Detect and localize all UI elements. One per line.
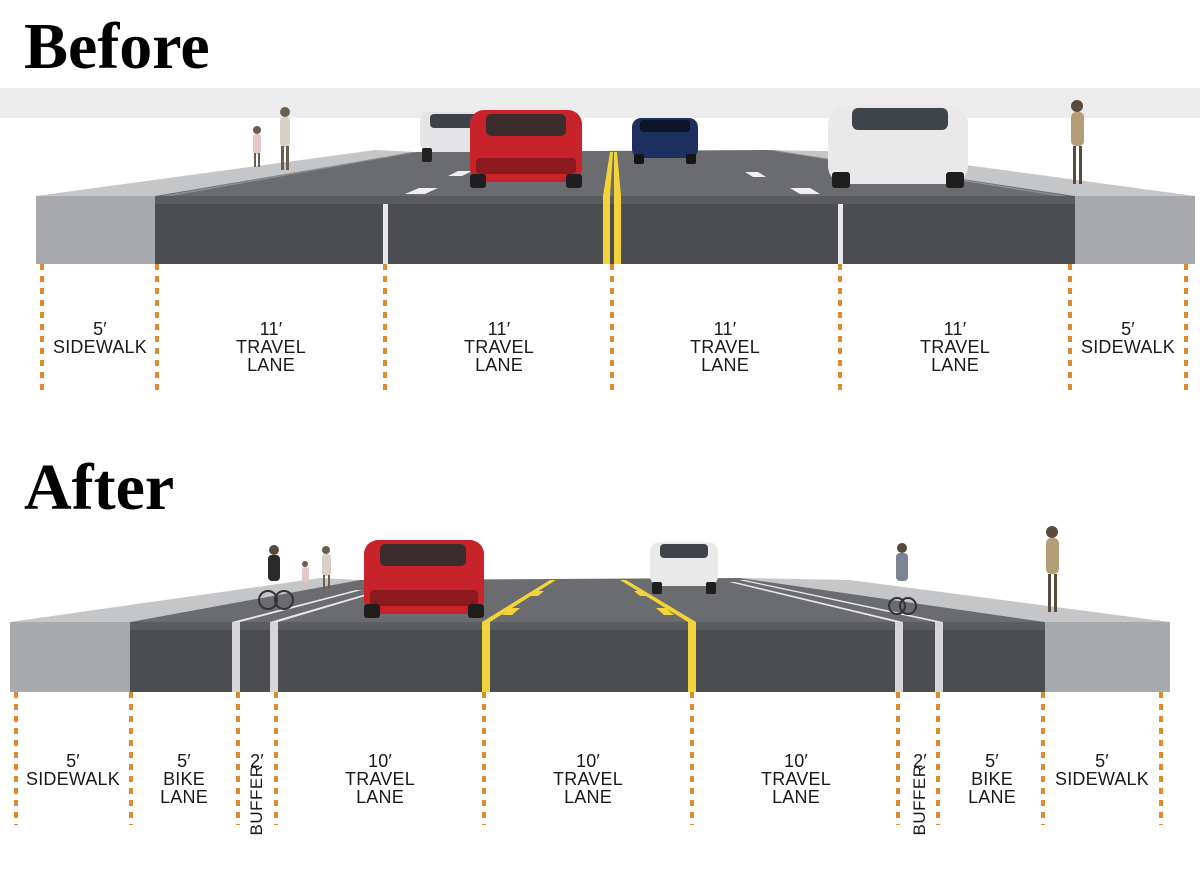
- right-sidewalk-block: [1075, 196, 1195, 264]
- after-heading: After: [24, 451, 175, 524]
- lane-dashes: [405, 171, 820, 194]
- before-heading: Before: [24, 10, 210, 83]
- before-dimension-markers: [40, 264, 1188, 396]
- before-label-sidewalk-left: 5′SIDEWALK: [53, 319, 147, 357]
- before-street-illustration: [0, 88, 1200, 396]
- pedestrian-right-icon: [1046, 526, 1059, 612]
- after-label-sidewalk-left: 5′SIDEWALK: [26, 751, 120, 789]
- lane-line: [383, 204, 388, 264]
- roadway-block: [130, 630, 1045, 692]
- after-label-buffer-right-width: 2′: [913, 751, 927, 771]
- white-suv-icon: [828, 106, 968, 188]
- left-sidewalk-surface: [36, 150, 415, 196]
- pedestrian-right-icon: [1071, 100, 1084, 184]
- before-label-sidewalk-right: 5′SIDEWALK: [1081, 319, 1175, 357]
- left-sidewalk-block: [36, 196, 155, 264]
- yellow-dashes: [502, 591, 674, 615]
- roadway-surface: [130, 578, 1045, 622]
- after-street-illustration: [10, 526, 1170, 825]
- red-car-icon: [364, 540, 484, 618]
- pedestrians-left-icon: [253, 107, 290, 170]
- after-dimension-markers: [14, 692, 1163, 825]
- left-sidewalk-surface: [10, 578, 360, 622]
- bike-lane-line: [729, 582, 903, 622]
- left-sidewalk-block: [10, 622, 130, 692]
- bike-lane-line: [232, 590, 362, 622]
- cyclist-right-icon: [888, 543, 917, 615]
- center-turn-lane-line: [482, 580, 556, 622]
- right-sidewalk-surface: [740, 578, 1170, 622]
- after-label-buffer-right: BUFFER: [910, 764, 929, 836]
- after-label-buffer-left: BUFFER: [247, 764, 266, 836]
- navy-car-icon: [632, 118, 698, 164]
- lane-line: [838, 204, 843, 264]
- white-car-icon: [650, 542, 718, 594]
- red-car-icon: [470, 110, 582, 188]
- cyclist-left-icon: [258, 545, 294, 610]
- pedestrians-left-icon: [302, 546, 331, 589]
- after-label-buffer-left-width: 2′: [250, 751, 264, 771]
- after-label-sidewalk-right: 5′SIDEWALK: [1055, 751, 1149, 789]
- right-sidewalk-block: [1045, 622, 1170, 692]
- center-yellow-line: [603, 152, 613, 196]
